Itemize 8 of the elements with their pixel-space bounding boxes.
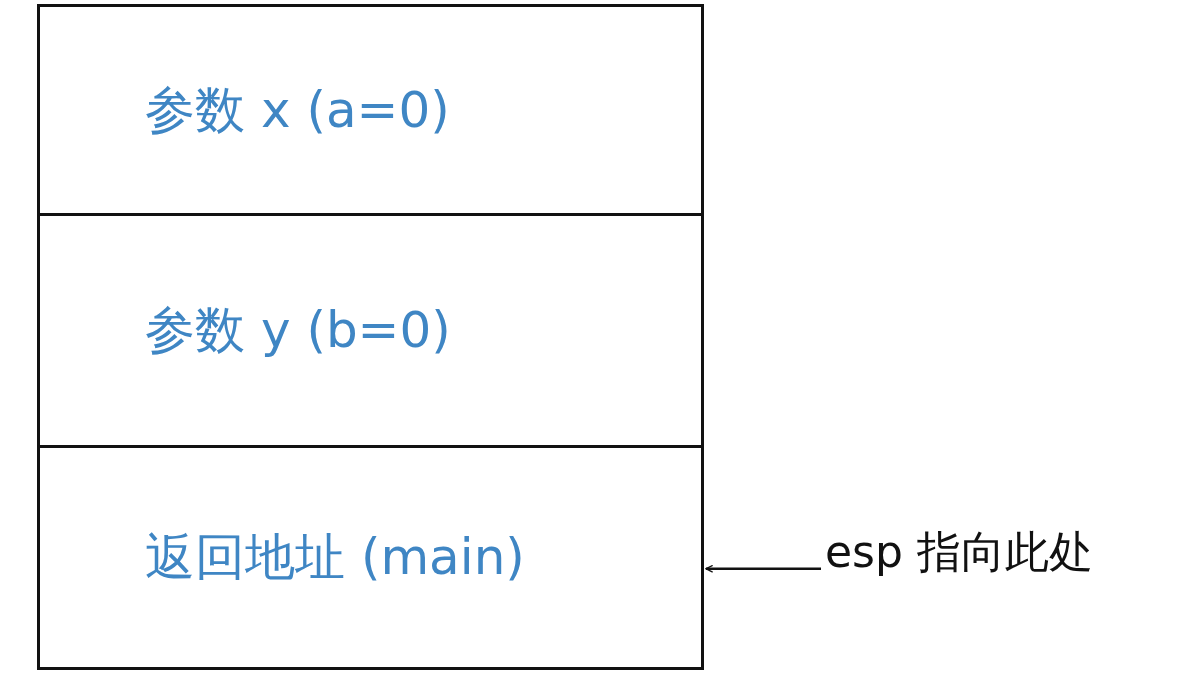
slot-label: 返回地址 (main) — [144, 527, 525, 588]
slot-label: 参数 y (b=0) — [144, 300, 451, 361]
slot-label: 参数 x (a=0) — [144, 79, 450, 141]
pointer-note: esp 指向此处 — [825, 524, 1093, 579]
stack-slot-box — [37, 445, 704, 670]
arrow — [705, 564, 821, 573]
stack-slot-box — [37, 4, 704, 216]
stack-slot-box — [37, 213, 704, 448]
